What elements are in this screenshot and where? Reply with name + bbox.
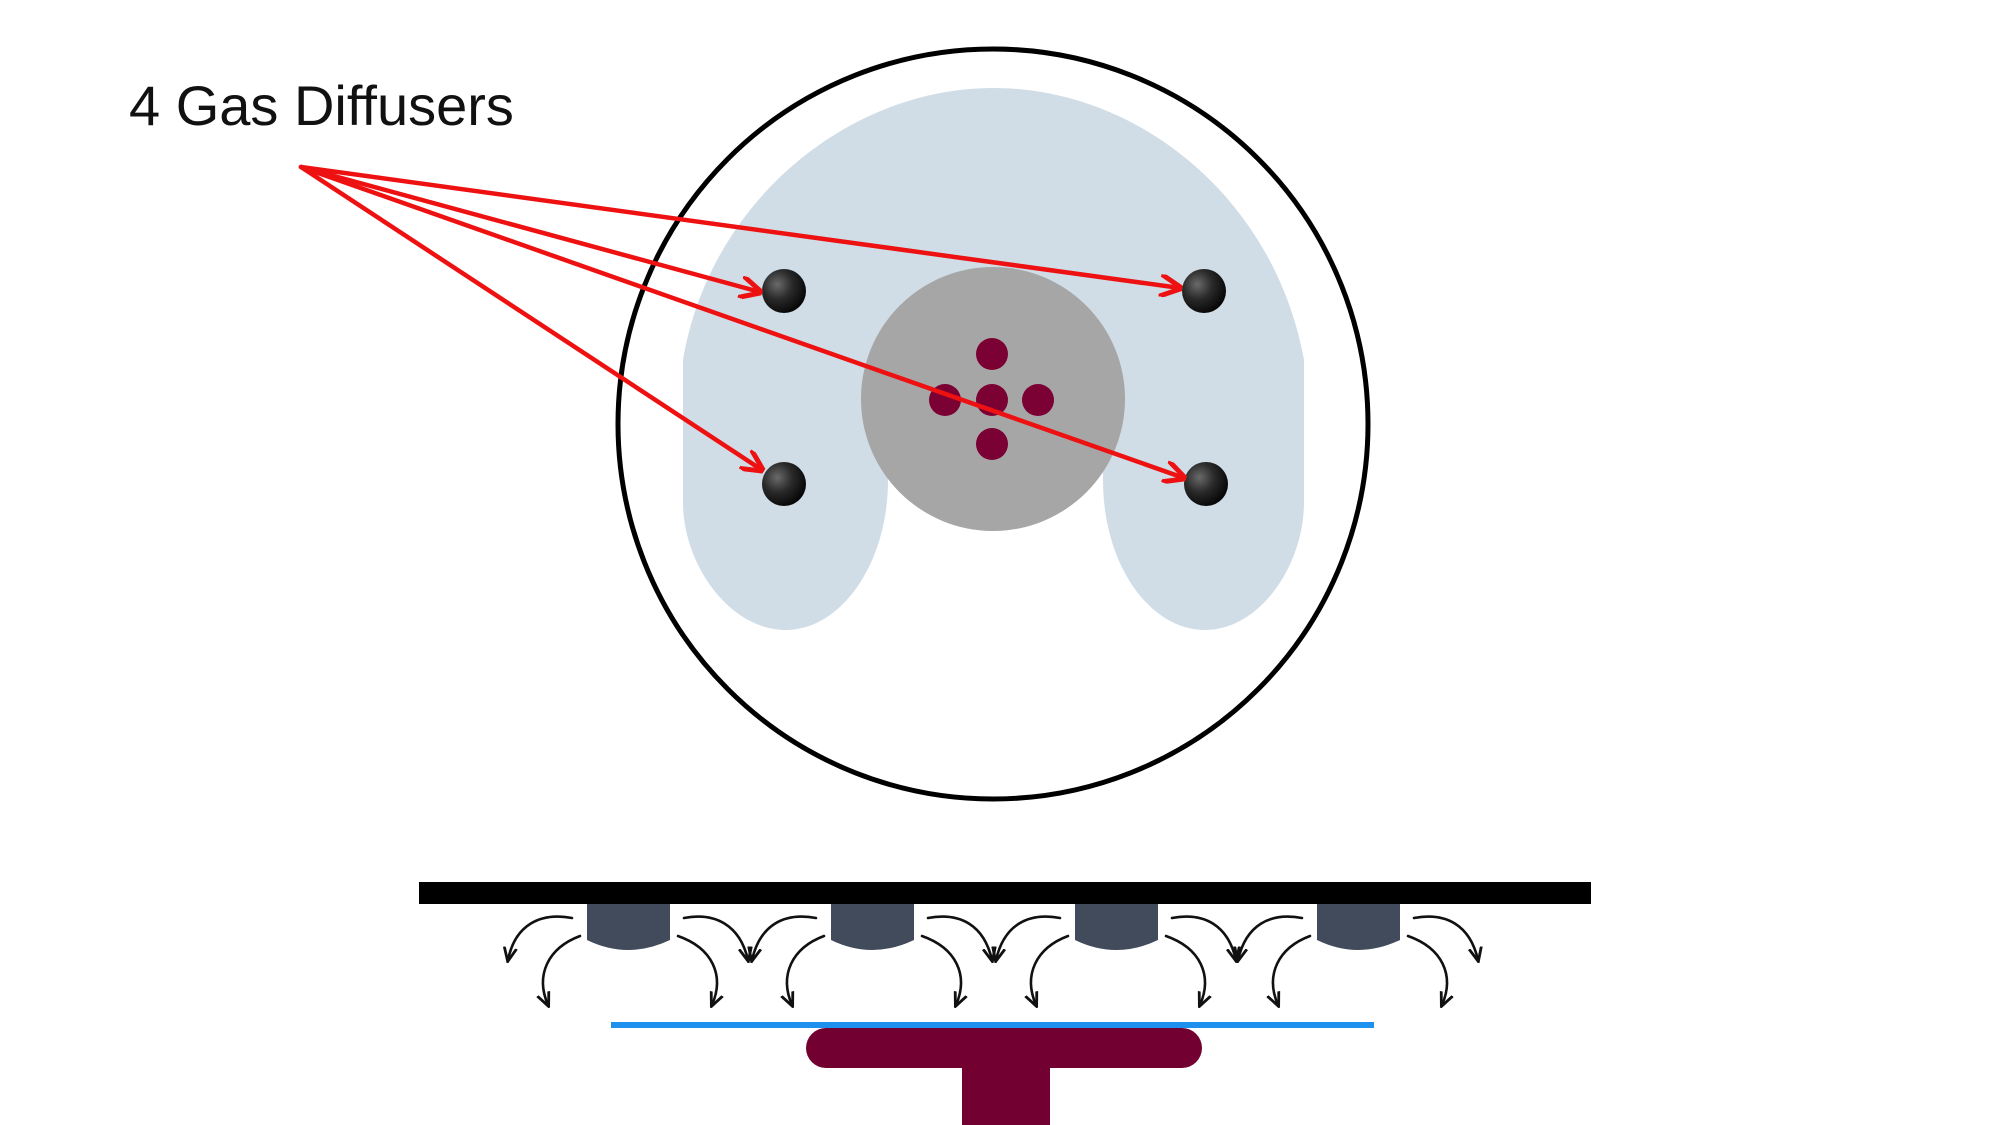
center-hole — [976, 338, 1008, 370]
side-diffuser — [1317, 904, 1400, 950]
flow-arrow — [920, 934, 961, 1005]
flow-arrow — [1406, 934, 1447, 1005]
center-hole — [976, 428, 1008, 460]
pointer-arrow — [298, 164, 762, 470]
top-plate — [419, 882, 1591, 904]
flow-arrow — [926, 915, 992, 960]
side-view — [419, 882, 1591, 1125]
side-diffuser — [1075, 904, 1158, 950]
flow-arrow — [787, 934, 826, 1005]
gas-diffusers-label: 4 Gas Diffusers — [129, 74, 514, 137]
flow-arrow — [1412, 915, 1478, 960]
pointer-arrow — [298, 164, 760, 292]
gas-flow-arrows — [508, 915, 1478, 1005]
flow-arrow — [1164, 934, 1205, 1005]
diffuser-dot-bottom-right — [1184, 462, 1228, 506]
chamber-outline — [615, 46, 1371, 802]
flow-arrow — [752, 915, 818, 960]
chuck-head — [806, 1028, 1202, 1068]
pointer-arrow — [298, 164, 1180, 288]
flow-arrow — [1238, 915, 1304, 960]
pointer-arrows — [298, 164, 1184, 478]
chuck-stem — [962, 1066, 1050, 1125]
top-view — [615, 46, 1371, 802]
flow-arrow — [996, 915, 1062, 960]
flow-arrow — [682, 915, 748, 960]
flow-arrow — [1273, 934, 1312, 1005]
flow-arrow — [1170, 915, 1236, 960]
flow-arrow — [543, 934, 582, 1005]
flow-arrow — [508, 915, 574, 960]
diffuser-dot-top-right — [1182, 269, 1226, 313]
wafer — [611, 1022, 1374, 1028]
diffuser-dot-top-left — [762, 269, 806, 313]
side-diffuser — [831, 904, 914, 950]
center-hole — [1022, 384, 1054, 416]
flow-arrow — [676, 934, 717, 1005]
diffuser-dot-bottom-left — [762, 462, 806, 506]
pointer-arrow — [298, 164, 1184, 478]
side-diffuser — [587, 904, 670, 950]
flow-arrow — [1031, 934, 1070, 1005]
